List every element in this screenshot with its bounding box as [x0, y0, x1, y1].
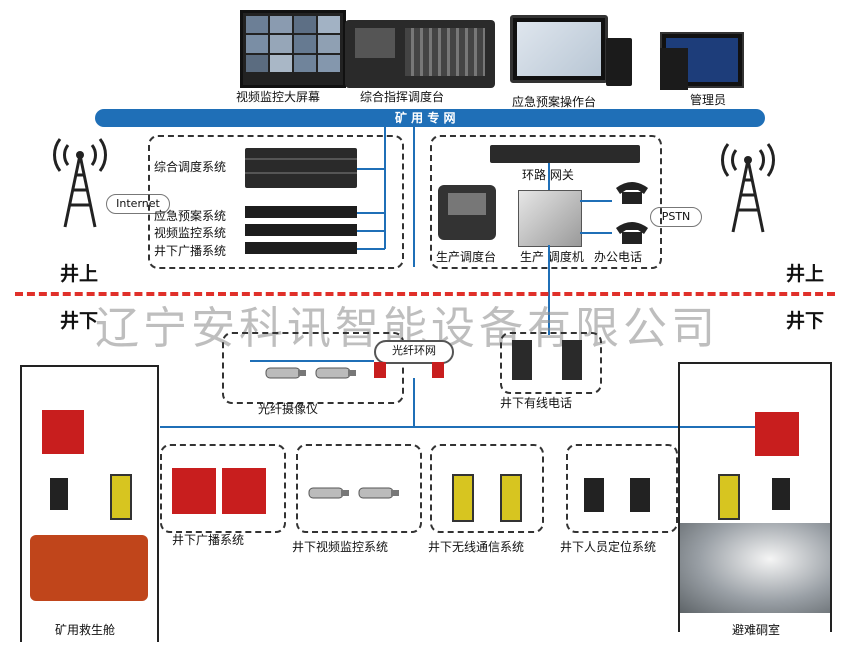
broadcast-group: [160, 444, 286, 533]
ring-node-red: [432, 362, 444, 378]
broadcast-label: 井下广播系统: [172, 533, 245, 547]
underground-bus: [160, 426, 760, 428]
production-console-label: 生产调度台: [436, 250, 497, 264]
left-antenna-icon: [53, 138, 107, 228]
wired-phone-label: 井下有线电话: [500, 396, 573, 410]
phone-connector: [580, 200, 612, 202]
left-group-connector: [357, 168, 385, 170]
emergency-system-label: 应急预案系统: [154, 209, 227, 223]
mine-network-bar: [95, 109, 765, 127]
left-group-trunk: [384, 127, 386, 249]
refuge-capsule-image: [30, 535, 148, 601]
chamber-handset: [718, 474, 740, 520]
wired-phone-device: [562, 340, 582, 380]
left-group-connector: [357, 212, 385, 214]
below-ground-label-left: 井下: [60, 310, 99, 332]
admin-tower: [660, 48, 688, 90]
capsule-red-device: [42, 410, 84, 454]
wired-phone-group: [500, 332, 602, 394]
broadcast-speaker: [172, 468, 216, 514]
wireless-label: 井下无线通信系统: [428, 540, 525, 554]
capsule-handset: [110, 474, 132, 520]
dispatch-system-label: 综合调度系统: [154, 160, 227, 174]
video-label: 井下视频监控系统: [292, 540, 389, 554]
camera-bus: [250, 360, 374, 362]
video-system-server: [245, 224, 357, 236]
positioning-tag: [630, 478, 650, 512]
left-group-connector: [357, 248, 385, 250]
left-systems-group: [148, 135, 404, 269]
positioning-group: [566, 444, 678, 533]
video-system-label: 视频监控系统: [154, 226, 227, 240]
above-ground-label-left: 井上: [60, 263, 99, 285]
chamber-red-device: [755, 412, 799, 456]
fiber-camera-group: [222, 332, 404, 404]
broadcast-system-label: 井下广播系统: [154, 244, 227, 258]
main-trunk-line: [413, 127, 415, 267]
wired-phone-device: [512, 340, 532, 380]
wireless-group: [430, 444, 544, 533]
fiber-camera-icon: [315, 367, 356, 379]
broadcast-speaker: [222, 468, 266, 514]
refuge-chamber-label: 避难硐室: [732, 623, 781, 637]
ground-divider-line: [15, 292, 835, 296]
underground-trunk: [413, 378, 415, 426]
right-antenna-icon: [721, 143, 775, 233]
dispatch-console-device: [345, 20, 495, 88]
underground-camera-icon: [358, 487, 399, 499]
wireless-handset: [500, 474, 522, 522]
fiber-ring-cloud: 光纤环网: [374, 340, 454, 364]
wireless-handset: [452, 474, 474, 522]
emergency-console-monitor: [510, 15, 608, 83]
chamber-pager: [772, 478, 790, 510]
right-systems-group: [430, 135, 662, 269]
dispatch-system-server: [245, 148, 357, 188]
office-phone-label: 办公电话: [594, 250, 643, 264]
positioning-tag: [584, 478, 604, 512]
production-console-device: [438, 185, 496, 240]
emergency-console-tower: [606, 38, 632, 86]
admin-label: 管理员: [690, 93, 727, 107]
below-ground-label-right: 井下: [786, 310, 825, 332]
fiber-camera-label: 光纤摄像仪: [258, 402, 319, 416]
refuge-capsule-label: 矿用救生舱: [55, 623, 116, 637]
ring-node-red: [374, 362, 386, 378]
pstn-cloud: PSTN: [650, 207, 702, 227]
office-phone-icon: [616, 222, 648, 244]
production-switch-device: [518, 190, 582, 247]
dispatch-console-label: 综合指挥调度台: [360, 90, 445, 104]
office-phone-icon: [616, 182, 648, 204]
positioning-label: 井下人员定位系统: [560, 540, 657, 554]
refuge-chamber-image: [680, 523, 830, 613]
video-wall-screen: [240, 10, 346, 88]
emergency-console-label: 应急预案操作台: [512, 95, 597, 109]
production-switch-label: 生产 调度机: [520, 250, 584, 264]
ring-gateway-device: [490, 145, 640, 163]
underground-camera-icon: [308, 487, 349, 499]
fiber-camera-icon: [265, 367, 306, 379]
switch-down-line: [548, 245, 550, 335]
refuge-capsule-frame: [20, 365, 159, 642]
refuge-chamber-frame: [678, 362, 832, 632]
video-group: [296, 444, 422, 533]
phone-connector: [580, 232, 612, 234]
left-group-connector: [357, 230, 385, 232]
emergency-system-server: [245, 206, 357, 218]
broadcast-system-server: [245, 242, 357, 254]
capsule-pager: [50, 478, 68, 510]
switch-to-gateway-line: [548, 163, 550, 190]
above-ground-label-right: 井上: [786, 263, 825, 285]
ring-gateway-label: 环路 网关: [522, 168, 574, 182]
mine-network-label: 矿 用 专 网: [395, 111, 456, 125]
screen-wall-label: 视频监控大屏幕: [236, 90, 321, 104]
